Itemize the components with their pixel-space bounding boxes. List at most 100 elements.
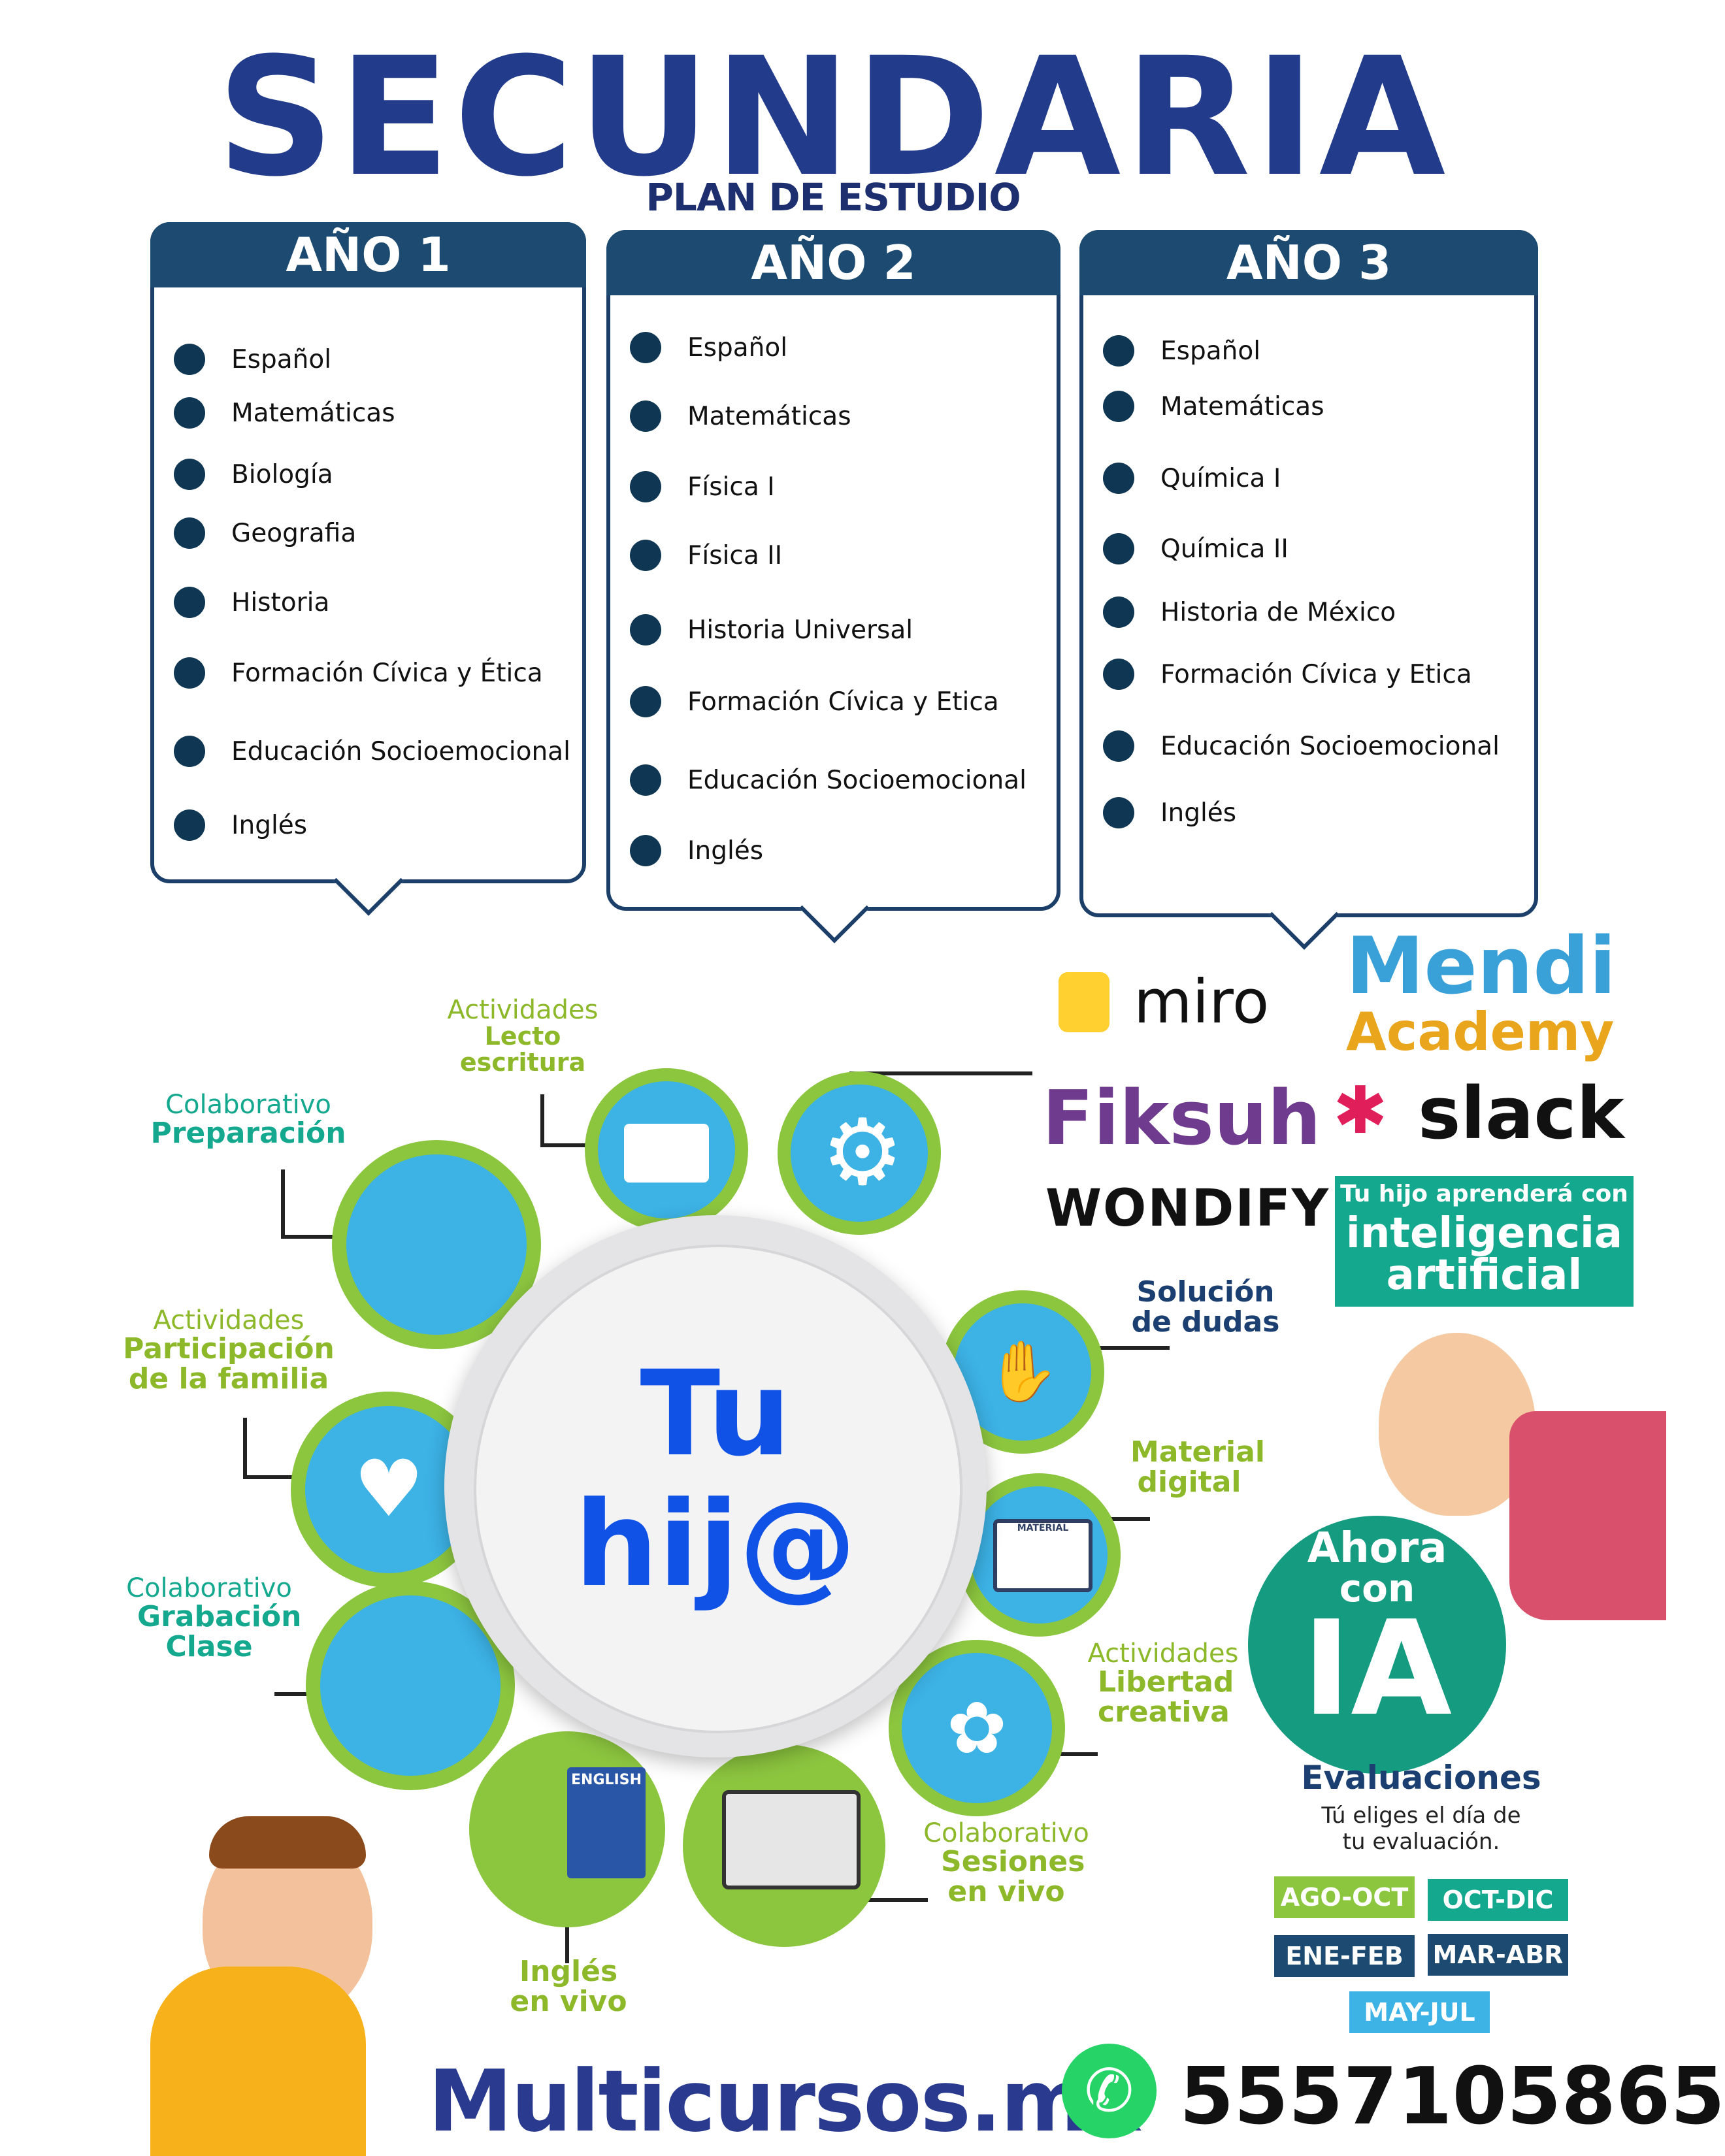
subject-item: Inglés: [630, 835, 763, 866]
ingles-circle: ENGLISH: [469, 1731, 665, 1927]
slack-logo-text: slack: [1418, 1071, 1624, 1155]
subject-item: Química I: [1103, 463, 1281, 494]
year-1-heading: AÑO 1: [150, 222, 586, 287]
lightbulb-icon: ✿: [946, 1686, 1008, 1770]
footer-brand[interactable]: Multicursos.mx: [428, 2051, 1143, 2151]
connector-line: [540, 1094, 544, 1147]
bullet-icon: [630, 686, 661, 717]
connector-line: [540, 1143, 586, 1147]
period-tag: MAY-JUL: [1349, 1991, 1490, 2033]
evaluaciones-desc-1: Tú eliges el día de: [1321, 1803, 1521, 1829]
boy-body-illustration: [150, 1967, 366, 2156]
connector-line: [243, 1475, 295, 1479]
subject-item: Español: [630, 332, 787, 363]
center-text-line1: Tu: [640, 1346, 791, 1482]
bullet-icon: [174, 657, 205, 689]
preparacion-label: Colaborativo Preparación: [150, 1090, 346, 1150]
speech-tail: [333, 845, 404, 916]
subject-item: Física I: [630, 471, 775, 502]
bullet-icon: [630, 400, 661, 432]
miro-logo-text: miro: [1134, 967, 1270, 1037]
dudas-label: Solución de dudas: [1131, 1275, 1280, 1339]
grabacion-circle: [306, 1581, 515, 1790]
subject-item: Historia de México: [1103, 596, 1396, 628]
evaluaciones-title: Evaluaciones: [1301, 1759, 1541, 1797]
boy-hair-illustration: [209, 1816, 366, 1869]
year-3-heading: AÑO 3: [1079, 230, 1538, 295]
settings-circle: ⚙: [778, 1071, 941, 1235]
english-book-icon: ENGLISH: [567, 1767, 646, 1878]
phone-number[interactable]: 5557105865: [1179, 2051, 1725, 2142]
connector-line: [281, 1169, 285, 1235]
subject-item: Historia Universal: [630, 614, 913, 645]
year-2-panel: AÑO 2 Español Matemáticas Física I Físic…: [606, 230, 1060, 943]
subject-item: Geografia: [174, 517, 356, 549]
connector-line: [849, 1071, 1032, 1075]
subject-item: Inglés: [174, 809, 307, 841]
bullet-icon: [630, 332, 661, 363]
ia-badge: Ahora con IA: [1248, 1516, 1506, 1774]
bullet-icon: [1103, 659, 1134, 690]
bullet-icon: [1103, 797, 1134, 828]
connector-line: [1039, 1752, 1098, 1756]
whiteboard-icon: [624, 1124, 709, 1183]
bullet-icon: [1103, 596, 1134, 628]
grabacion-label: Colaborativo Grabación Clase: [126, 1573, 302, 1664]
lecto-label: Actividades Lecto escritura: [447, 995, 599, 1077]
speech-tail: [1269, 879, 1339, 950]
bullet-icon: [630, 471, 661, 502]
whatsapp-icon[interactable]: ✆: [1062, 2044, 1157, 2138]
video-call-icon: [722, 1790, 861, 1889]
bullet-icon: [174, 736, 205, 767]
handshake-icon: ✋: [985, 1337, 1060, 1406]
subject-item: Química II: [1103, 533, 1289, 564]
year-3-panel: AÑO 3 Español Matemáticas Química I Quím…: [1079, 230, 1538, 950]
libertad-label: Actividades Libertad creativa: [1087, 1639, 1239, 1729]
libertad-circle: ✿: [889, 1640, 1065, 1816]
subject-item: Matemáticas: [174, 397, 395, 429]
preparacion-circle: [332, 1140, 541, 1349]
subject-item: Biología: [174, 459, 333, 490]
subject-item: Matemáticas: [630, 400, 851, 432]
bullet-icon: [1103, 533, 1134, 564]
subject-item: Español: [1103, 335, 1260, 367]
bullet-icon: [174, 809, 205, 841]
year-2-heading: AÑO 2: [606, 230, 1060, 295]
bullet-icon: [1103, 391, 1134, 422]
ingles-label: Inglés en vivo: [510, 1955, 627, 2019]
monitor-icon: MATERIAL: [993, 1519, 1092, 1592]
period-tag: AGO-OCT: [1274, 1876, 1415, 1918]
bullet-icon: [630, 764, 661, 796]
connector-line: [243, 1418, 247, 1477]
center-circle: [444, 1215, 987, 1757]
subject-item: Español: [174, 344, 331, 375]
period-tag: OCT-DIC: [1428, 1879, 1568, 1921]
subject-item: Física II: [630, 540, 782, 571]
subject-item: Formación Cívica y Etica: [1103, 659, 1472, 690]
bullet-icon: [1103, 335, 1134, 367]
center-text-line2: hij@: [574, 1477, 857, 1613]
material-label: Material digital: [1130, 1435, 1265, 1499]
connector-line: [843, 1898, 928, 1902]
miro-logo-icon: [1059, 972, 1109, 1032]
bullet-icon: [630, 835, 661, 866]
subject-item: Historia: [174, 587, 329, 618]
subject-item: Educación Socioemocional: [1103, 730, 1500, 762]
subject-item: Inglés: [1103, 797, 1236, 828]
girl-body-illustration: [1509, 1411, 1666, 1620]
bullet-icon: [174, 397, 205, 429]
lecto-escritura-circle: [585, 1068, 748, 1232]
connector-line: [1085, 1517, 1150, 1521]
connector-line: [1091, 1346, 1170, 1350]
subject-item: Formación Cívica y Ética: [174, 657, 543, 689]
wondify-logo: WONDIFY: [1045, 1179, 1330, 1238]
ai-box: Tu hijo aprenderá con inteligencia artif…: [1335, 1176, 1634, 1307]
material-circle: MATERIAL: [957, 1473, 1121, 1637]
mendi-academy-logo: Mendi Academy: [1346, 921, 1617, 1062]
gear-icon: ⚙: [821, 1100, 904, 1206]
subject-item: Formación Cívica y Etica: [630, 686, 999, 717]
bullet-icon: [174, 459, 205, 490]
year-1-panel: AÑO 1 Español Matemáticas Biología Geogr…: [150, 222, 586, 916]
page-title: SECUNDARIA: [216, 22, 1450, 212]
bullet-icon: [174, 517, 205, 549]
